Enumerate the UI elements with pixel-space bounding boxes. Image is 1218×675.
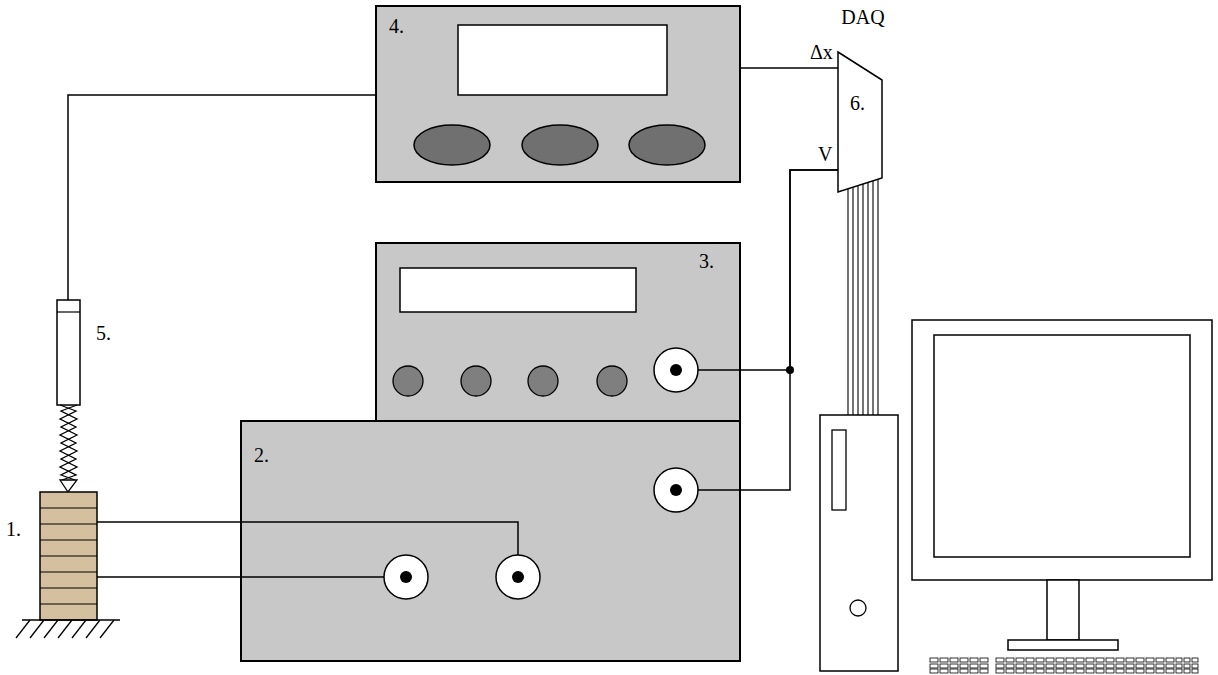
sensor-cable <box>68 95 375 300</box>
signal-name: V <box>816 143 834 165</box>
signal-generator: 3. <box>375 242 741 422</box>
callout-number: 2. <box>254 444 269 466</box>
callout-number: 6. <box>850 92 865 114</box>
ground-hatch <box>16 620 120 638</box>
keyboard <box>930 658 1198 673</box>
signal-generator-panel <box>377 244 743 424</box>
sensor-controller-panel <box>377 7 743 185</box>
signal-wire <box>741 67 838 69</box>
computer-tower <box>820 415 898 671</box>
signal-wire <box>741 170 838 490</box>
ribbon-cable <box>848 179 878 415</box>
piezo-stack <box>40 492 97 620</box>
callout-number: 4. <box>389 15 404 37</box>
callout-number: 3. <box>699 250 714 272</box>
callout-number: 1. <box>6 518 21 540</box>
stack-wire <box>97 521 240 523</box>
device-name: DAQ <box>830 6 896 28</box>
voltage-amplifier-panel <box>242 422 743 664</box>
callout-number: 5. <box>96 322 111 344</box>
displacement-probe <box>57 300 80 492</box>
stack-wire <box>97 576 240 578</box>
monitor <box>912 320 1212 650</box>
daq-device: DAQ6. <box>838 4 888 196</box>
voltage-amplifier: 2. <box>240 420 741 662</box>
sensor-controller: 4. <box>375 5 741 183</box>
signal-name: Δx <box>808 41 835 63</box>
